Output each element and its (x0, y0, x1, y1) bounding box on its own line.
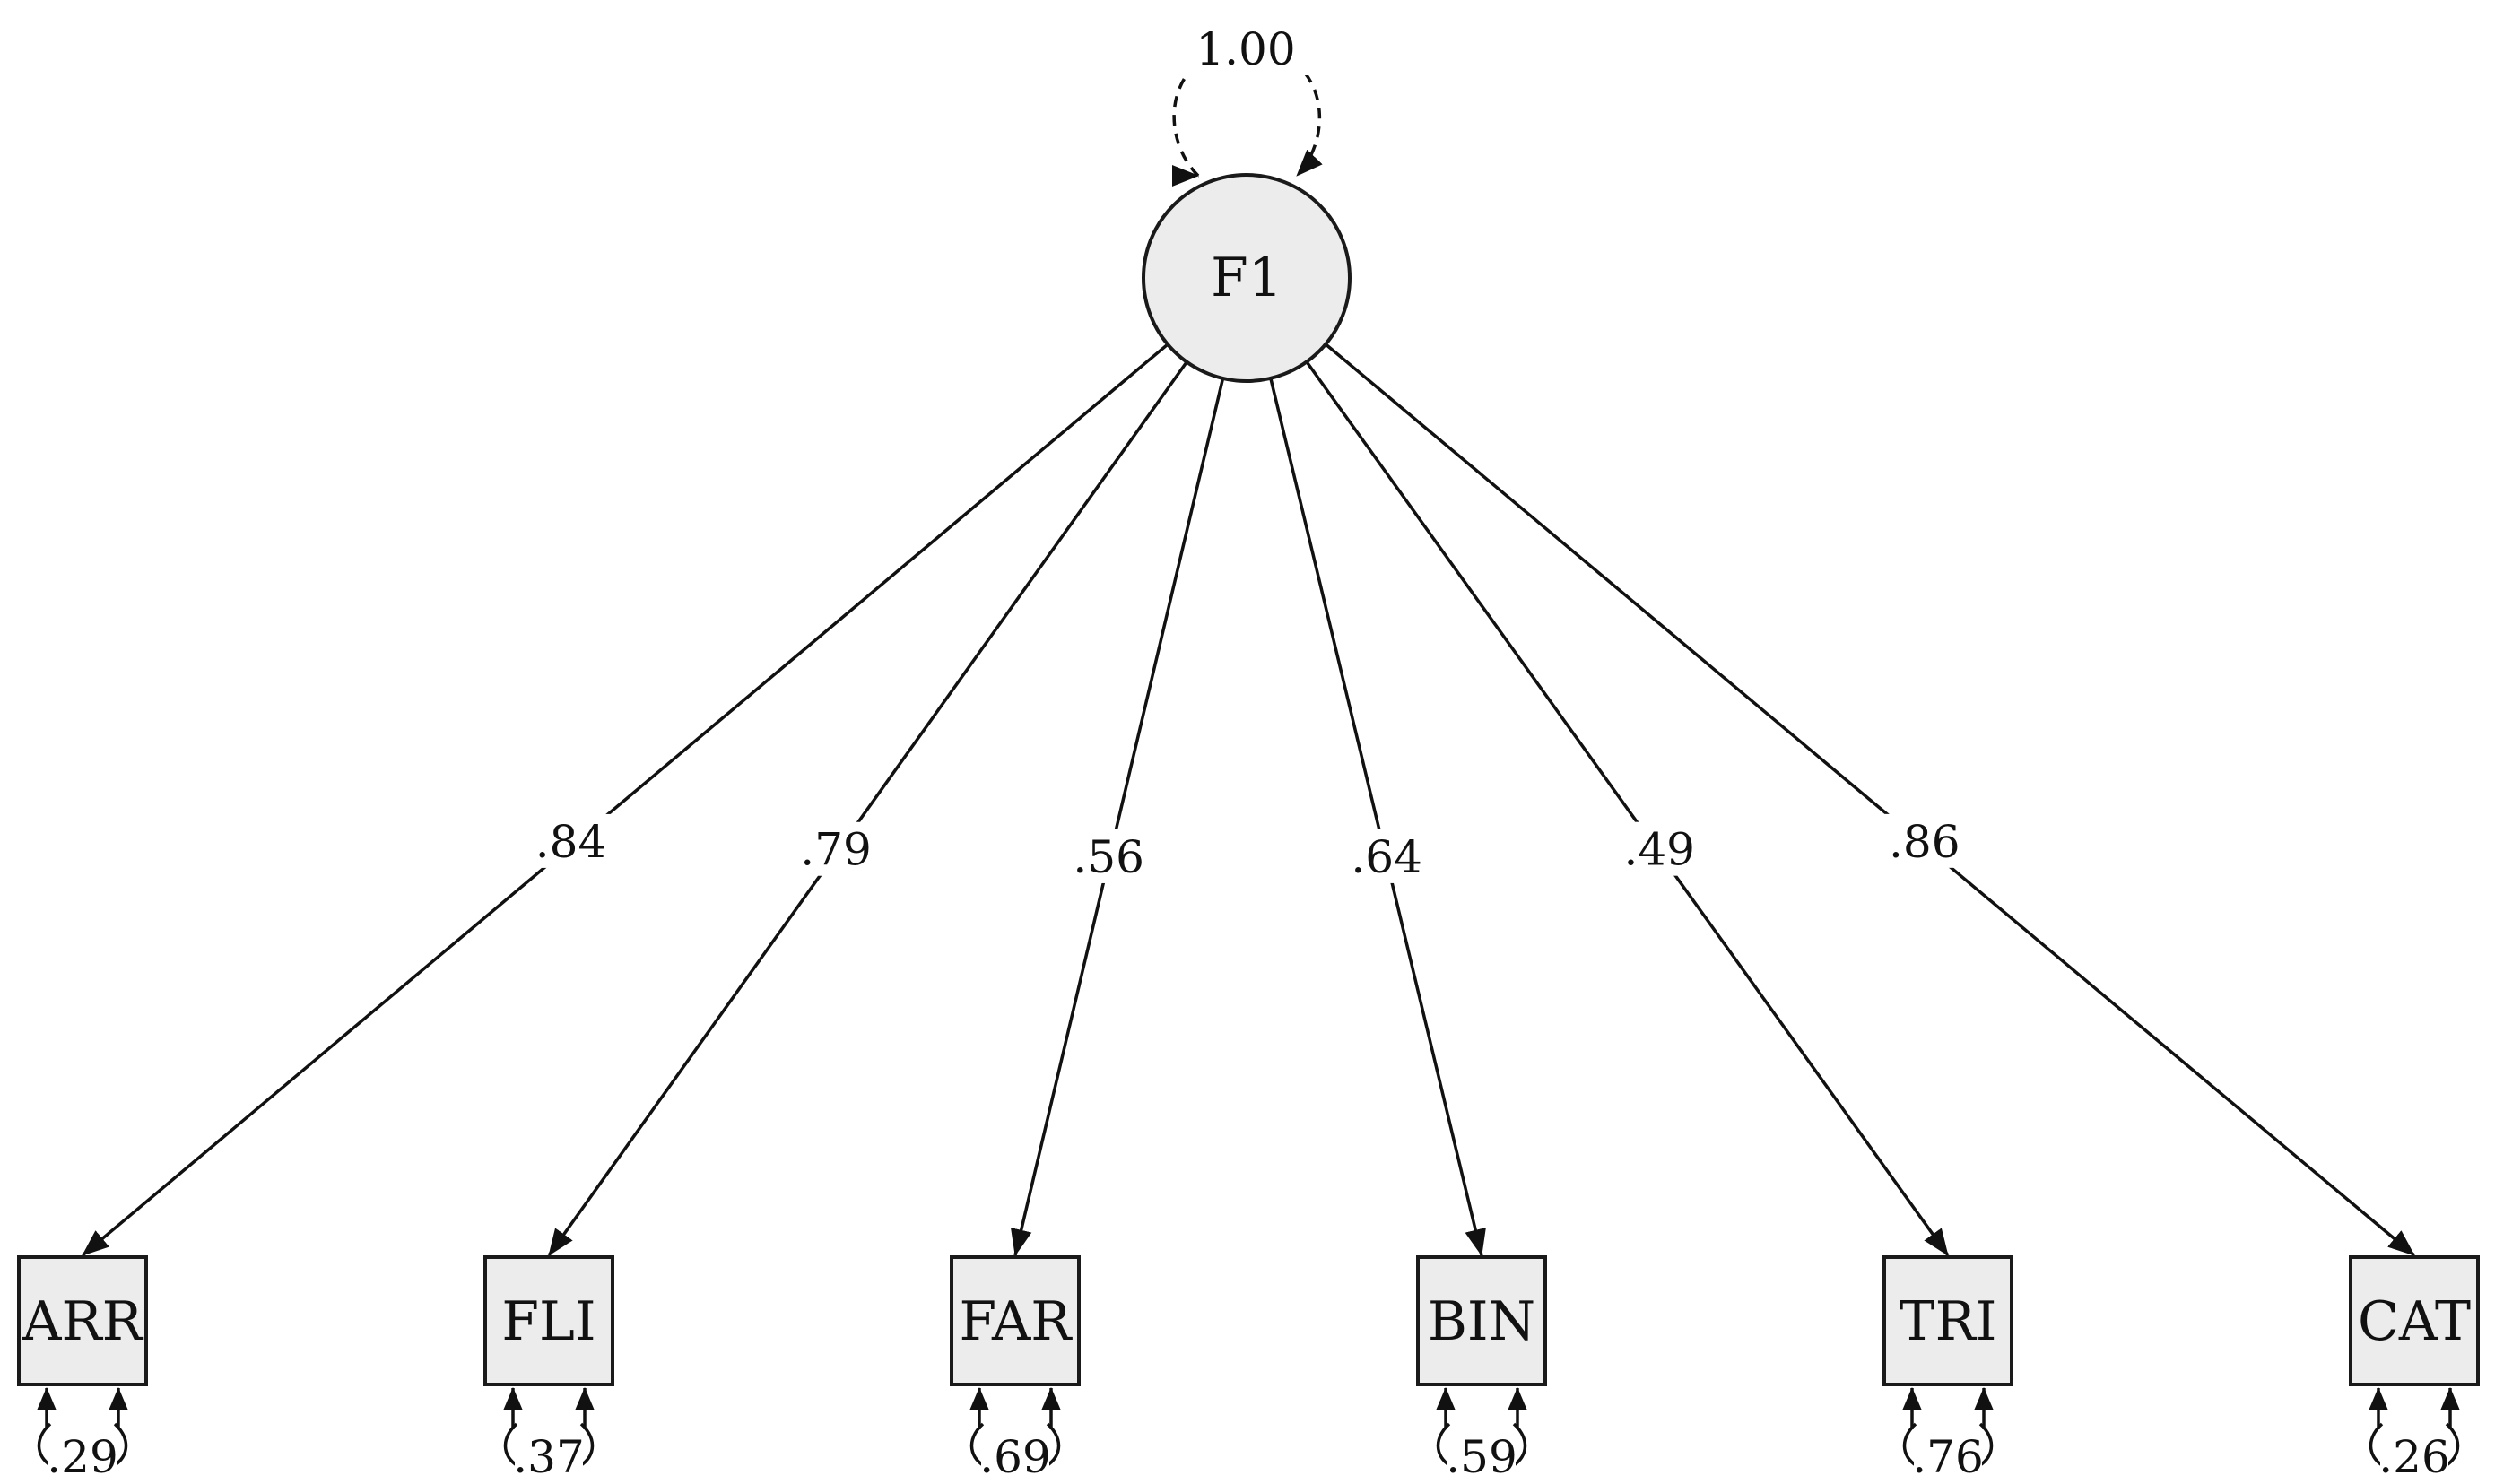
loading-label-arr: .84 (535, 816, 607, 868)
residual-label-arr: .29 (47, 1431, 118, 1483)
indicator-box-arr (17, 1255, 148, 1386)
residual-label-far: .69 (979, 1431, 1051, 1483)
indicator-name-arr: ARR (22, 1290, 144, 1353)
residual-label-tri: .76 (1912, 1431, 1984, 1483)
indicator-name-fli: FLI (501, 1290, 595, 1353)
residual-label-bg-cat (2380, 1435, 2448, 1481)
loading-path-arr (81, 343, 1169, 1257)
loading-label-bg-fli (795, 821, 878, 876)
loading-label-cat: .86 (1889, 816, 1960, 868)
indicator-name-cat: CAT (2358, 1290, 2471, 1353)
loading-label-bg-bin (1345, 829, 1429, 883)
loading-label-far: .56 (1073, 831, 1144, 883)
residual-label-bin: .59 (1446, 1431, 1517, 1483)
loading-label-bg-far (1067, 829, 1151, 883)
factor-variance-bg (1184, 20, 1308, 75)
indicator-name-tri: TRI (1900, 1290, 1997, 1353)
loading-label-bg-tri (1618, 821, 1701, 876)
loading-label-bg-arr (529, 813, 613, 868)
loading-path-bin (1269, 378, 1486, 1256)
residual-label-cat: .26 (2378, 1431, 2450, 1483)
loading-label-fli: .79 (800, 824, 872, 876)
residual-label-bg-far (981, 1435, 1049, 1481)
residual-label-bg-fli (515, 1435, 583, 1481)
loading-path-tri (1305, 360, 1950, 1257)
factor-name: F1 (1211, 247, 1282, 309)
residual-label-bg-arr (48, 1435, 117, 1481)
indicator-boxes: ARR FLI FAR BIN TRI CAT (17, 1255, 2480, 1386)
factor-node-group: 1.00 F1 (1142, 20, 1352, 383)
loading-labels: .84 .79 .56 .64 .49 .86 (529, 813, 1966, 883)
indicator-name-bin: BIN (1428, 1290, 1535, 1353)
indicator-box-far (950, 1255, 1081, 1386)
loading-label-tri: .49 (1623, 824, 1695, 876)
loading-path-cat (1324, 343, 2416, 1257)
residual-label-bg-bin (1447, 1435, 1516, 1481)
residual-label-bg-tri (1914, 1435, 1982, 1481)
indicator-name-far: FAR (960, 1290, 1074, 1353)
indicator-box-cat (2349, 1255, 2480, 1386)
indicator-box-fli (483, 1255, 614, 1386)
loading-paths (81, 343, 2416, 1257)
loading-label-bg-cat (1882, 813, 1966, 868)
loading-path-fli (547, 360, 1188, 1257)
indicator-box-bin (1416, 1255, 1547, 1386)
indicator-box-tri (1882, 1255, 2013, 1386)
loading-path-far (1011, 378, 1225, 1256)
residual-loops: .29 .37 .69 .59 .76 .26 (37, 1387, 2460, 1483)
loading-label-bin: .64 (1351, 831, 1422, 883)
factor-variance-label: 1.00 (1195, 23, 1295, 75)
residual-label-fli: .37 (513, 1431, 585, 1483)
factor-node (1142, 173, 1352, 383)
